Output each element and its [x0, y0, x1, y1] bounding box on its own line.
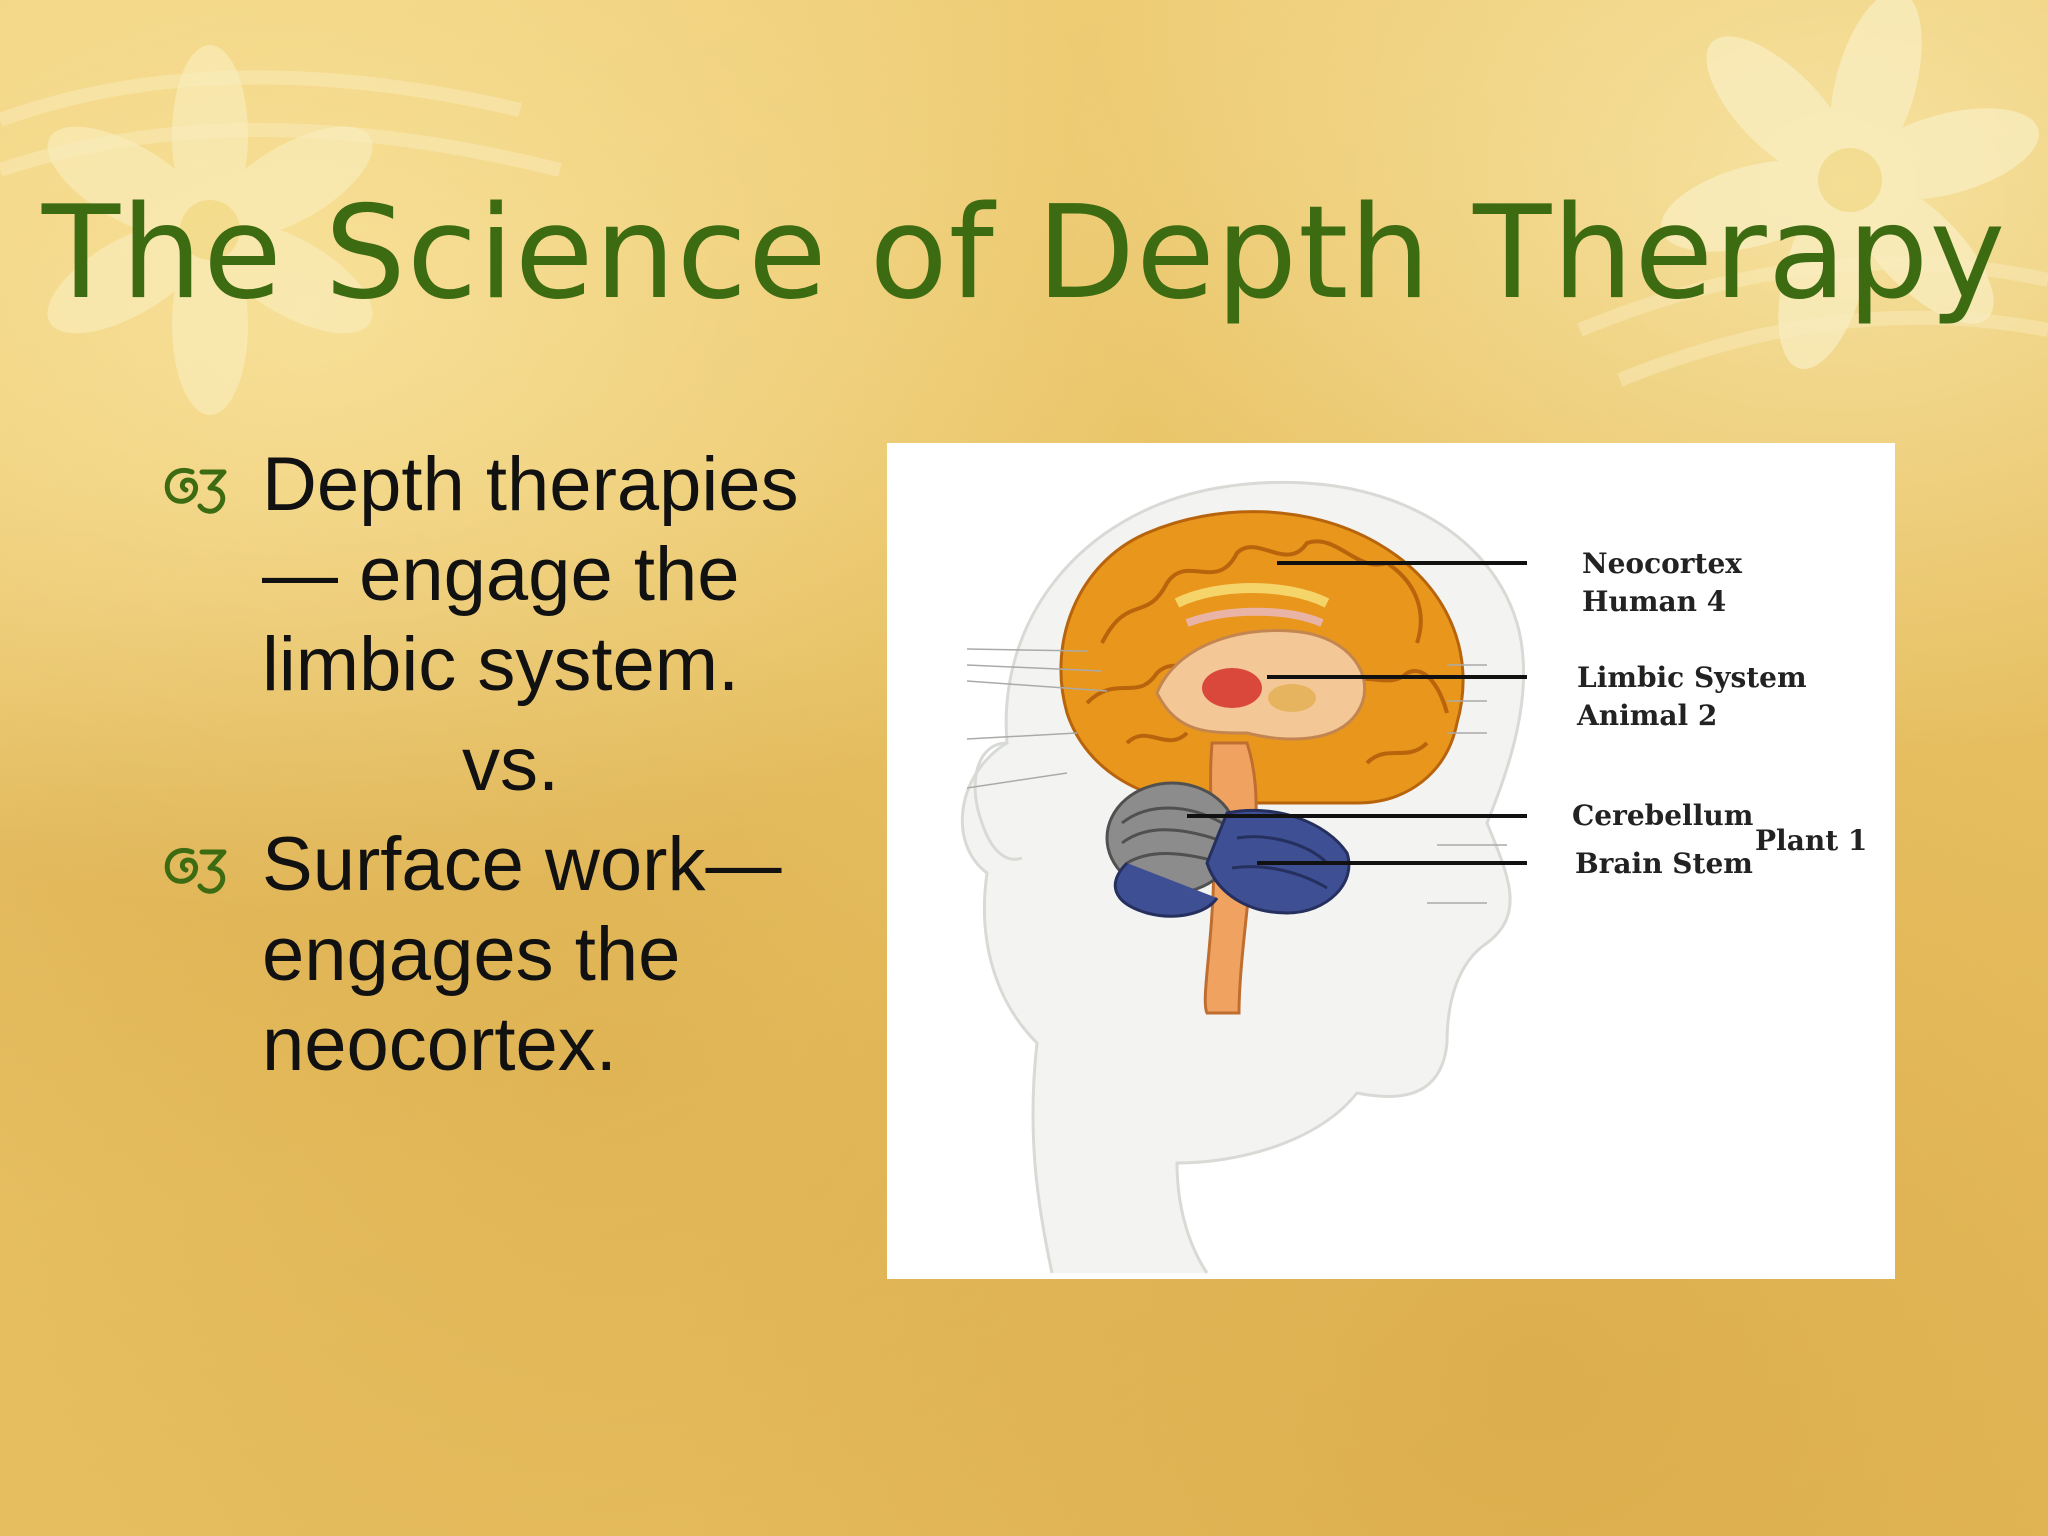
ear-outline: [973, 741, 1023, 861]
label-brain-stem: Brain Stem: [1575, 847, 1753, 880]
bullet-line: Depth therapies: [262, 442, 799, 527]
vs-separator: vs.: [462, 722, 560, 807]
label-plant: Plant 1: [1755, 824, 1867, 857]
ornate-bullet-icon: [164, 848, 227, 894]
bullet-line: engages the: [262, 912, 681, 997]
label-animal: Animal 2: [1576, 699, 1717, 732]
bullet-list: Depth therapies — engage the limbic syst…: [150, 440, 870, 1090]
label-limbic-system: Limbic System: [1577, 661, 1807, 694]
brain-diagram-svg: Neocortex Human 4 Limbic System Animal 2…: [960, 480, 1867, 1274]
bullet-surface-work: Surface work— engages the neocortex.: [150, 820, 870, 1090]
limbic-region: [1155, 583, 1367, 741]
cerebellum-region: [1105, 781, 1351, 918]
bullet-line: neocortex.: [262, 1002, 617, 1087]
label-cerebellum: Cerebellum: [1572, 799, 1753, 832]
brain-diagram: Neocortex Human 4 Limbic System Animal 2…: [887, 443, 1895, 1279]
ornate-bullet-icon: [164, 468, 227, 514]
bullet-line: — engage the: [262, 532, 740, 617]
minor-annotations: [966, 648, 1507, 904]
bullet-depth-therapies: Depth therapies — engage the limbic syst…: [150, 440, 870, 710]
slide-title: The Science of Depth Therapy: [41, 179, 2007, 328]
bullet-line: Surface work—: [262, 822, 782, 907]
bullet-line: limbic system.: [262, 622, 740, 707]
label-human: Human 4: [1582, 585, 1726, 618]
leader-lines: [1187, 561, 1527, 865]
label-neocortex: Neocortex: [1582, 547, 1742, 580]
